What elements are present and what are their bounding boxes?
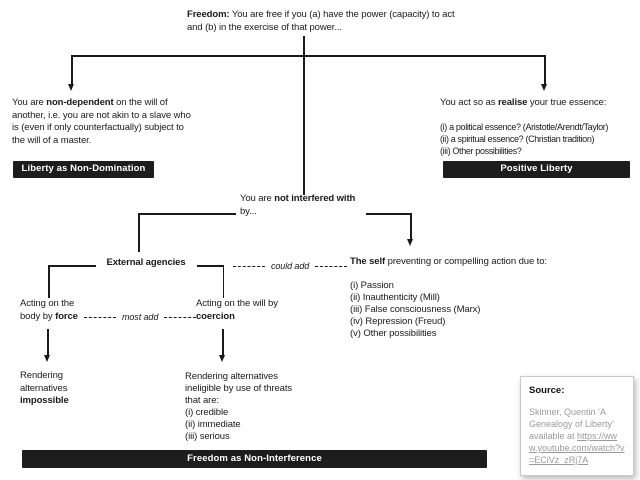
non-domination-pre: You are — [12, 97, 47, 108]
could-add-connector: could add — [233, 260, 348, 273]
positive-liberty-item: (iii) Other possibilities? — [440, 145, 522, 156]
impossible-node: Rendering alternatives impossible — [20, 370, 82, 408]
source-box: Source: Skinner, Quentin ‘A Genealogy of… — [520, 376, 634, 476]
arrowhead-self-branch — [407, 239, 413, 246]
edge-left-drop — [71, 55, 73, 85]
ineligible-item: (ii) immediate — [185, 419, 241, 430]
impossible-bold: impossible — [20, 395, 69, 406]
arrowhead-force — [44, 355, 50, 362]
coercion-bold: coercion — [196, 310, 235, 322]
dash-segment — [164, 316, 197, 318]
dash-segment — [84, 316, 116, 318]
edge-mid-right-v — [410, 213, 412, 240]
self-node-item: (i) Passion — [350, 279, 394, 291]
edge-right-drop — [544, 55, 546, 85]
impossible-pre: Rendering alternatives — [20, 370, 68, 394]
ineligible-item: (i) credible — [185, 407, 229, 418]
edge-mid-left-h — [138, 213, 236, 215]
positive-liberty-bold: realise — [497, 97, 528, 108]
coercion-node: Acting on the will by coercion — [196, 298, 286, 323]
edge-root-stem — [303, 36, 305, 195]
edge-external-left-h — [48, 265, 96, 267]
self-node-bold: The self — [350, 256, 386, 267]
interference-bold: not interfered with — [274, 193, 356, 204]
source-citation: Skinner, Quentin ‘A Genealogy of Liberty… — [529, 406, 625, 466]
self-node: The self preventing or compelling action… — [350, 256, 550, 340]
force-pre: Acting on the body by — [20, 298, 75, 322]
source-citation-text: Skinner, Quentin ‘A Genealogy of Liberty… — [529, 407, 614, 441]
root-premise-rest: You are free if you (a) have the power (… — [187, 9, 455, 33]
external-agencies-node: External agencies — [106, 257, 186, 268]
edge-mid-right-h — [366, 213, 411, 215]
non-domination-post: on the will of another, i.e. you are not… — [12, 97, 191, 146]
edge-external-left-v — [48, 265, 50, 298]
arrowhead-left-branch — [68, 84, 74, 91]
positive-liberty-post: your true essence: — [527, 97, 607, 108]
non-interference-badge: Freedom as Non-Interference — [22, 450, 487, 468]
dash-segment — [315, 265, 348, 267]
positive-liberty-lead: You act so as realise your true essence: — [440, 97, 640, 110]
root-premise: Freedom: You are free if you (a) have th… — [187, 9, 469, 34]
coercion-pre: Acting on the will by — [196, 298, 278, 309]
ineligible-node: Rendering alternatives ineligible by use… — [185, 371, 297, 443]
ineligible-item: (iii) serious — [185, 431, 230, 442]
interference-pre: You are — [240, 193, 275, 204]
non-domination-text: You are non-dependent on the will of ano… — [12, 97, 192, 147]
dash-segment — [233, 265, 265, 267]
self-node-item: (v) Other possibilities — [350, 327, 437, 339]
self-node-item: (iii) False consciousness (Marx) — [350, 303, 481, 315]
self-node-post: preventing or compelling action due to: — [385, 256, 547, 267]
positive-liberty-item: (ii) a spiritual essence? (Christian tra… — [440, 133, 595, 144]
edge-mid-left-v — [138, 213, 140, 252]
edge-external-right-h — [197, 265, 224, 267]
interference-node: You are not interfered with by... — [240, 193, 374, 218]
ineligible-lead: Rendering alternatives ineligible by use… — [185, 371, 293, 406]
positive-liberty-item: (i) a political essence? (Aristotle/Aren… — [440, 121, 609, 132]
force-node: Acting on the body by force — [20, 298, 90, 323]
arrowhead-right-branch — [541, 84, 547, 91]
edge-coercion-arrow — [222, 329, 224, 356]
edge-force-arrow — [47, 329, 49, 356]
root-premise-lead: Freedom: — [187, 9, 230, 20]
arrowhead-coercion — [219, 355, 225, 362]
non-domination-badge: Liberty as Non-Domination — [13, 161, 154, 178]
positive-liberty-text: You act so as realise your true essence:… — [440, 97, 640, 157]
self-node-lead: The self preventing or compelling action… — [350, 256, 550, 269]
interference-post: by... — [240, 205, 257, 217]
source-title: Source: — [529, 385, 565, 396]
could-add-label: could add — [271, 261, 310, 271]
non-domination-bold: non-dependent — [46, 97, 114, 108]
positive-liberty-badge: Positive Liberty — [443, 161, 630, 178]
source-link[interactable]: https://www.youtube.com/watch?v=ECiVz_zR… — [529, 431, 625, 465]
self-node-item: (iv) Repression (Freud) — [350, 315, 446, 327]
self-node-item: (ii) Inauthenticity (Mill) — [350, 291, 440, 303]
most-add-connector: most add — [84, 311, 197, 324]
positive-liberty-pre: You act so as — [440, 97, 498, 108]
most-add-label: most add — [122, 312, 159, 322]
edge-external-right-v — [222, 265, 224, 298]
force-bold: force — [55, 310, 78, 322]
edge-top-branch — [71, 55, 546, 57]
